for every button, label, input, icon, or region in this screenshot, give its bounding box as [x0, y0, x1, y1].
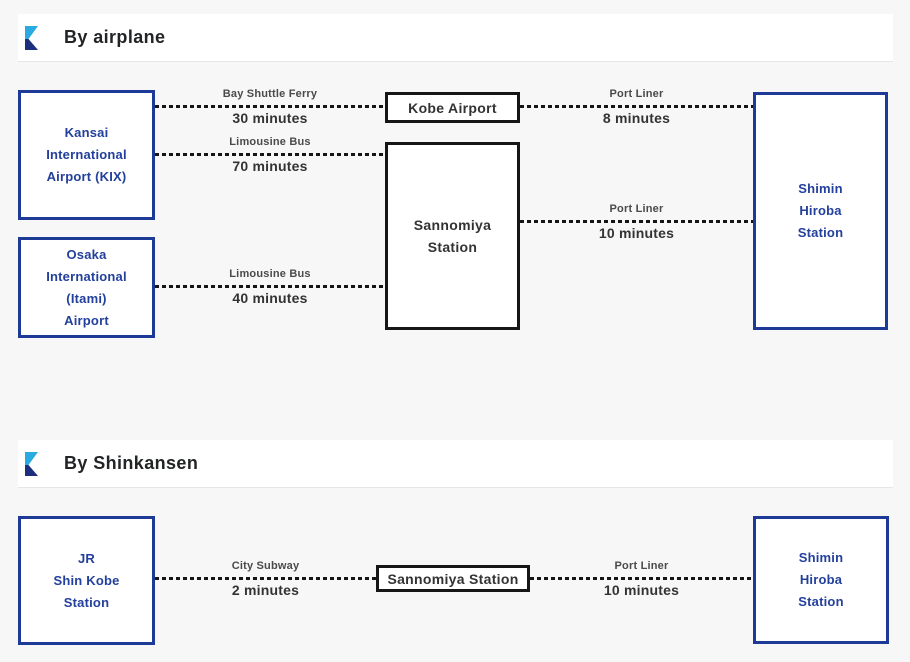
- node-label-line: Shin Kobe: [53, 572, 120, 588]
- duration-label: 8 minutes: [602, 110, 671, 126]
- node-label-line: International: [46, 268, 127, 284]
- node-label-line: International: [46, 147, 127, 162]
- duration-label: 10 minutes: [598, 225, 675, 241]
- node-label-line: Kobe Airport: [408, 99, 497, 116]
- route-label: Limousine Bus: [229, 268, 311, 280]
- node-jr-shin-kobe-station: JR Shin Kobe Station: [18, 516, 155, 645]
- node-shimin-hiroba-station: Shimin Hiroba Station: [753, 92, 888, 330]
- duration-label: 10 minutes: [603, 582, 680, 598]
- node-label-line: JR: [77, 550, 96, 566]
- duration-label: 2 minutes: [231, 582, 300, 598]
- node-label-line: Shimin: [798, 181, 843, 196]
- blue-ribbon-flag-icon: [25, 451, 38, 476]
- node-osaka-international-airport: Osaka International (Itami) Airport: [18, 237, 155, 338]
- route-label: Port Liner: [609, 203, 664, 215]
- node-kansai-international-airport: Kansai International Airport (KIX): [18, 90, 155, 220]
- edge-osaka-to-sannomiya: Limousine Bus 40 minutes: [155, 267, 385, 306]
- node-label-line: Station: [63, 594, 110, 610]
- node-label-line: Osaka: [66, 246, 107, 262]
- node-label-line: Hiroba: [799, 203, 842, 218]
- dotted-connector-line: [155, 153, 385, 156]
- node-label-line: Station: [797, 225, 844, 240]
- node-label-line: Shimin: [798, 550, 844, 565]
- route-label: Bay Shuttle Ferry: [222, 88, 318, 100]
- dotted-connector-line: [520, 220, 753, 223]
- dotted-connector-line: [155, 105, 385, 108]
- edge-kansai-to-sannomiya: Limousine Bus 70 minutes: [155, 135, 385, 174]
- dotted-connector-line: [155, 285, 385, 288]
- node-label-line: Hiroba: [799, 572, 843, 587]
- section-title-airplane: By airplane: [64, 27, 166, 47]
- edge-sannomiya-to-shimin-hiroba: Port Liner 10 minutes: [530, 559, 753, 598]
- node-label-line: Sannomiya Station: [387, 570, 519, 587]
- dotted-connector-line: [155, 577, 376, 580]
- duration-label: 30 minutes: [232, 110, 308, 126]
- node-sannomiya-station: Sannomiya Station: [385, 142, 520, 330]
- node-label-line: Airport: [64, 312, 109, 328]
- node-kobe-airport: Kobe Airport: [385, 92, 520, 123]
- dotted-connector-line: [530, 577, 753, 580]
- node-label-line: Sannomiya: [413, 217, 492, 233]
- section-header-airplane: By airplane: [18, 14, 893, 62]
- node-label-line: Airport (KIX): [46, 169, 127, 184]
- route-label: City Subway: [231, 560, 300, 572]
- section-title-shinkansen: By Shinkansen: [64, 453, 199, 473]
- duration-label: 70 minutes: [232, 158, 308, 174]
- node-label-line: Station: [427, 239, 478, 255]
- edge-sannomiya-to-shimin-hiroba: Port Liner 10 minutes: [520, 202, 753, 241]
- dotted-connector-line: [520, 105, 753, 108]
- route-label: Port Liner: [614, 560, 669, 572]
- node-label-line: Station: [798, 594, 844, 609]
- node-label-line: (Itami): [66, 290, 107, 306]
- route-label: Limousine Bus: [229, 136, 311, 148]
- blue-ribbon-flag-icon: [25, 25, 38, 50]
- node-shimin-hiroba-station: Shimin Hiroba Station: [753, 516, 889, 644]
- edge-kobe-airport-to-shimin-hiroba: Port Liner 8 minutes: [520, 87, 753, 126]
- edge-shin-kobe-to-sannomiya: City Subway 2 minutes: [155, 559, 376, 598]
- node-label-line: Kansai: [64, 125, 109, 140]
- node-sannomiya-station: Sannomiya Station: [376, 565, 530, 592]
- section-header-shinkansen: By Shinkansen: [18, 440, 893, 488]
- edge-kansai-to-kobe-airport: Bay Shuttle Ferry 30 minutes: [155, 87, 385, 126]
- route-label: Port Liner: [609, 88, 664, 100]
- duration-label: 40 minutes: [232, 290, 308, 306]
